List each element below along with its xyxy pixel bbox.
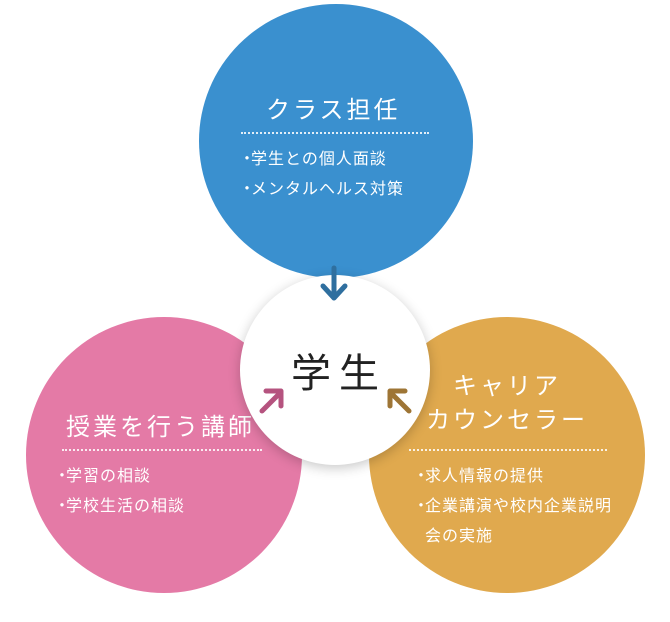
list-item: ・学校生活の相談	[54, 496, 186, 515]
instructor-items: ・学習の相談 ・学校生活の相談	[54, 461, 185, 521]
divider	[409, 449, 607, 451]
instructor-title: 授業を行う講師	[66, 413, 255, 441]
divider	[241, 132, 429, 134]
list-item: ・学習の相談	[54, 466, 152, 485]
homeroom-teacher-title: クラス担任	[266, 96, 401, 124]
list-item: ・企業講演や校内企業説明会の実施	[413, 496, 613, 545]
career-counselor-title: キャリア カウンセラー	[426, 372, 588, 434]
list-item: ・学生との個人面談	[239, 149, 387, 168]
instructor-circle: 授業を行う講師 ・学習の相談 ・学校生活の相談	[26, 317, 302, 593]
arrow-up-right-icon	[259, 388, 284, 414]
list-item: ・メンタルヘルス対策	[239, 179, 405, 198]
list-item: ・求人情報の提供	[413, 466, 545, 485]
homeroom-teacher-items: ・学生との個人面談 ・メンタルヘルス対策	[239, 144, 404, 204]
student-circle: 学生	[240, 275, 430, 465]
career-counselor-items: ・求人情報の提供 ・企業講演や校内企業説明会の実施	[413, 461, 613, 551]
student-label: 学生	[291, 351, 387, 397]
divider	[62, 449, 262, 451]
homeroom-teacher-circle: クラス担任 ・学生との個人面談 ・メンタルヘルス対策	[199, 4, 473, 278]
arrow-down-icon	[320, 265, 348, 301]
arrow-up-left-icon	[387, 388, 412, 414]
